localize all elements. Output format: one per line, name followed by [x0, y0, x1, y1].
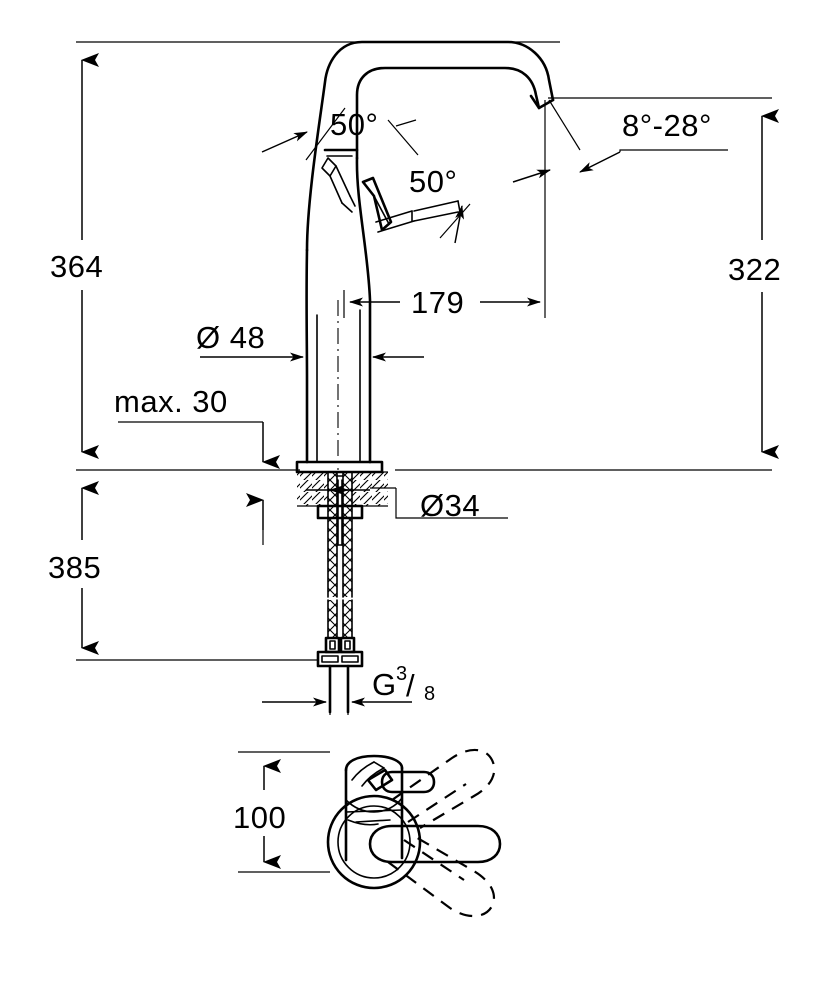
dimension-diameter-48-label: Ø 48 [196, 320, 265, 355]
lever-handle-side-view [321, 157, 461, 233]
dimension-angle-8-28-label: 8°-28° [622, 108, 712, 143]
lever-dashed-position-down [387, 835, 496, 918]
body-inner-edge [316, 309, 361, 463]
top-view-group: 100 [233, 748, 502, 918]
dimension-angle-50-lower-label: 50° [409, 164, 457, 199]
dimension-322-label: 322 [728, 252, 781, 287]
dimension-179-label: 179 [411, 285, 464, 320]
dimension-364-label: 364 [50, 249, 103, 284]
lever-dashed-position-up [391, 748, 496, 829]
dimension-max-30: max. 30 [114, 384, 280, 545]
dimension-diameter-34: Ø34 [306, 485, 508, 523]
dimension-angle-50-upper-label: 50° [330, 107, 378, 142]
dimension-angle-50-upper: 50° [261, 107, 419, 161]
thread-callout-g38: G 3 / 8 [262, 663, 435, 715]
thread-callout-numerator: 3 [396, 663, 407, 685]
thread-callout-slash: / [406, 668, 415, 703]
dimension-364: 364 [50, 53, 103, 459]
dimension-100: 100 [233, 759, 286, 869]
dimension-179: 179 [343, 100, 546, 320]
dimension-322: 322 [728, 109, 781, 459]
dimension-diameter-48: Ø 48 [196, 320, 424, 362]
dimension-385: 385 [48, 481, 101, 655]
dimension-angle-8-28: 8°-28° [512, 99, 728, 183]
faucet-body-outline [305, 40, 555, 464]
dimension-diameter-34-label: Ø34 [420, 488, 480, 523]
countertop-section [297, 471, 388, 507]
dimension-angle-50-lower: 50° [409, 164, 471, 244]
dimension-100-label: 100 [233, 800, 286, 835]
thread-callout-denominator: 8 [424, 683, 435, 705]
dimension-max-30-label: max. 30 [114, 384, 228, 419]
thread-callout-letter: G [372, 667, 397, 702]
dimension-385-label: 385 [48, 550, 101, 585]
